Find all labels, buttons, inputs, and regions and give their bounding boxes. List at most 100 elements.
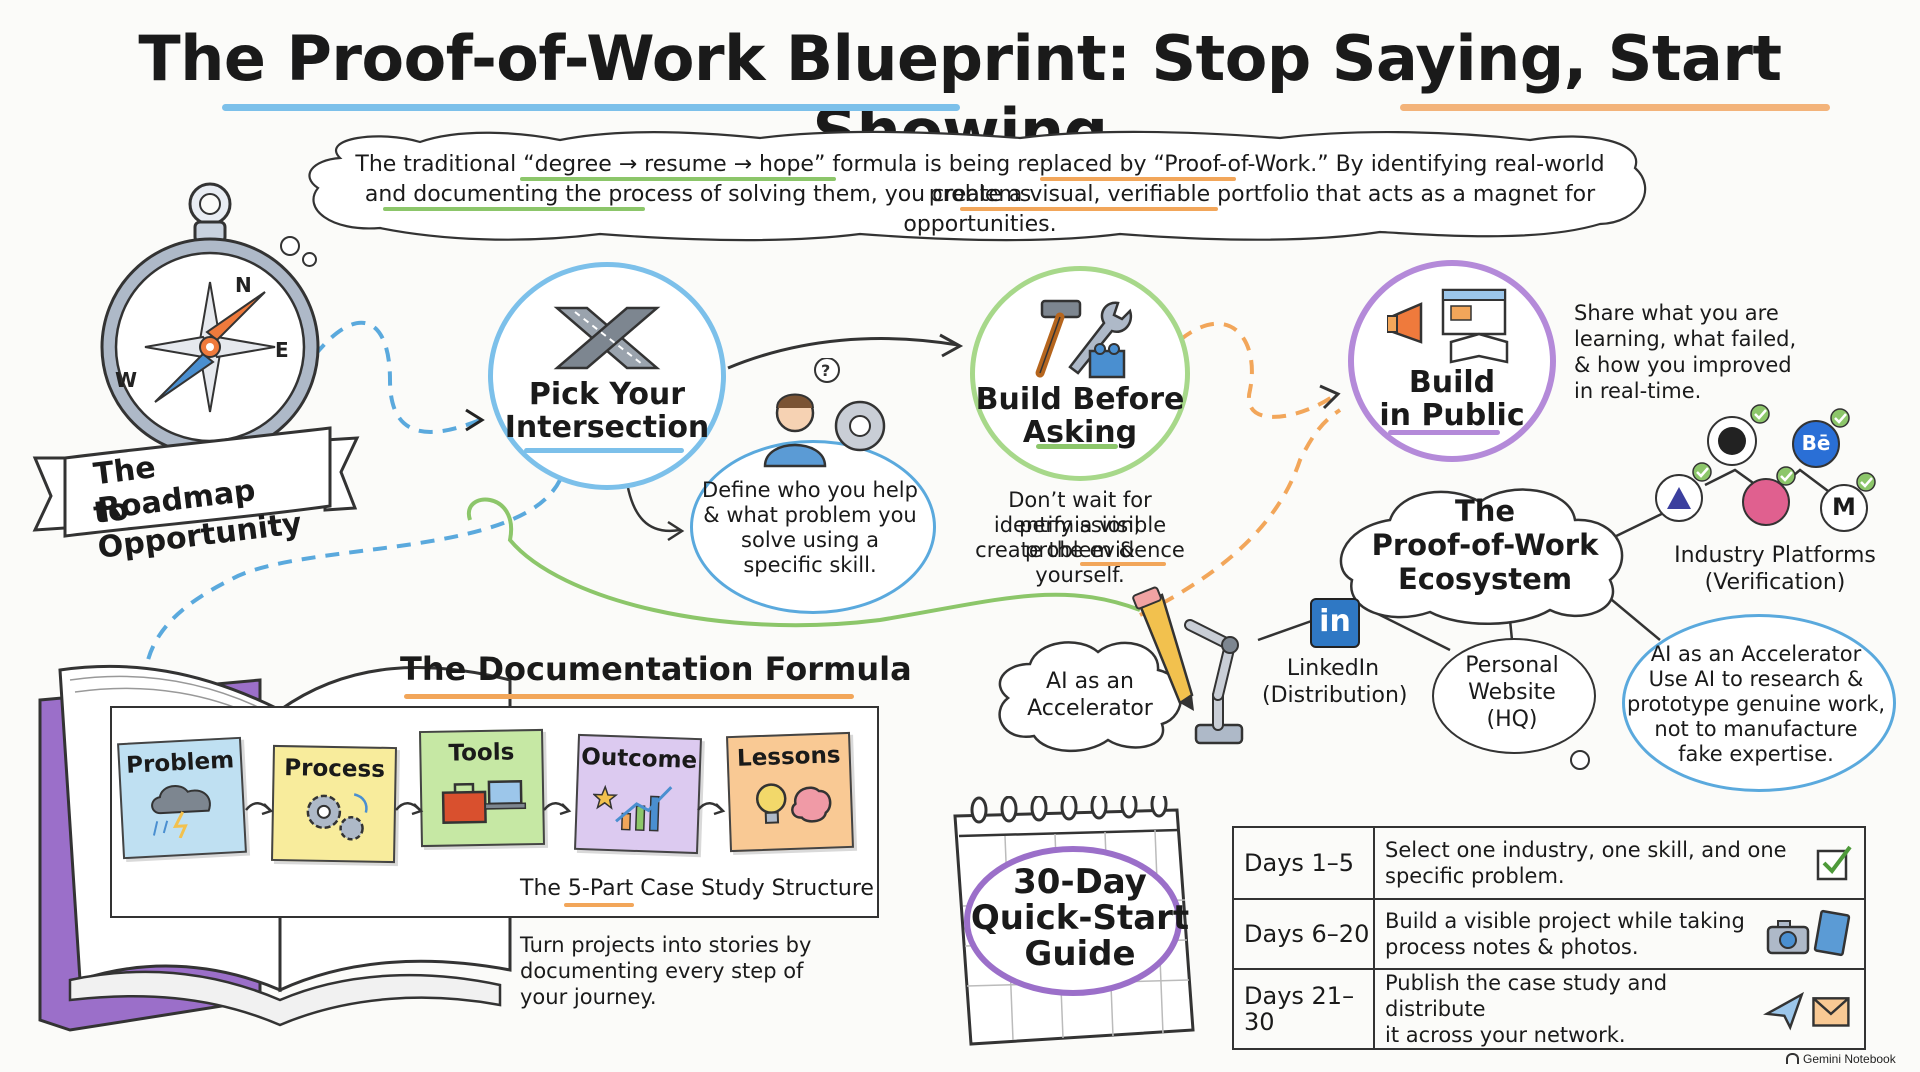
task-line-1: Select one industry, one skill, and one	[1385, 838, 1787, 862]
intro-bubble-dot-1	[280, 236, 300, 256]
days-cell: Days 21–30	[1232, 968, 1375, 1050]
pick-title-line-2: Intersection	[504, 410, 710, 445]
documentation-desc-line-3: your journey.	[520, 985, 657, 1009]
public-underline	[1388, 430, 1500, 435]
pick-description-bubble	[690, 440, 936, 614]
website-line-3: (HQ)	[1486, 707, 1538, 732]
pick-title-line-1: Pick Your	[528, 377, 686, 412]
pick-underline	[524, 448, 684, 453]
ai-note-line-1: AI as an Accelerator	[1650, 642, 1862, 666]
intro-highlight-documenting	[383, 207, 645, 211]
days-cell: Days 1–5	[1232, 826, 1375, 900]
build-highlight-evidence	[1080, 562, 1166, 566]
calendar-icon	[953, 796, 1195, 1046]
ecosystem-cloud	[1339, 488, 1624, 625]
doc-step-lessons-label: Lessons	[736, 742, 841, 772]
doc-step-arrows	[245, 802, 726, 816]
documentation-subtitle-underline	[564, 903, 634, 907]
title-underline-orange	[1400, 104, 1830, 111]
ai-accelerator-cloud	[998, 641, 1183, 752]
doc-step-tools: Tools	[418, 728, 546, 848]
crossroads-icon	[553, 306, 661, 370]
linkedin-icon: in	[1310, 598, 1360, 648]
website-bubble-dot	[1570, 750, 1590, 770]
task-line-2: process notes & photos.	[1385, 935, 1639, 959]
documentation-desc-line-2: documenting every step of	[520, 959, 804, 983]
ai-cloud-line-1: AI as an	[1046, 669, 1134, 694]
platform-checkmarks	[1692, 404, 1876, 492]
build-title-line-2: Asking	[1022, 414, 1138, 450]
gemini-notebook-logo: Gemini Notebook	[1786, 1052, 1896, 1066]
camera-notebook-icon	[1766, 909, 1851, 957]
gemini-logo-icon	[1786, 1053, 1799, 1064]
platforms-line-2: (Verification)	[1704, 570, 1846, 595]
hammer-wrench-icon	[1035, 299, 1133, 378]
documentation-subtitle: The 5-Part Case Study Structure	[520, 876, 874, 901]
intro-highlight-proof	[1040, 177, 1236, 181]
svg-text:?: ?	[821, 361, 830, 380]
compass-west-label: W	[115, 368, 137, 392]
build-underline	[1036, 444, 1118, 449]
checkbox-icon	[1816, 845, 1852, 881]
task-line-2: specific problem.	[1385, 864, 1565, 888]
documentation-title: The Documentation Formula	[400, 650, 912, 688]
doc-step-lessons: Lessons	[726, 731, 854, 853]
paper-plane-envelope-icon	[1762, 991, 1850, 1031]
documentation-title-underline	[404, 694, 854, 699]
pick-desc-line-3: solve using a	[741, 528, 879, 552]
public-title-line-1: Build	[1408, 365, 1496, 400]
build-title-line-1: Build Before	[975, 381, 1185, 417]
ai-note-line-3: prototype genuine work,	[1626, 692, 1886, 716]
quickstart-table: Days 1–5 Select one industry, one skill,…	[1232, 826, 1866, 1050]
task-line-1: Publish the case study and distribute	[1385, 971, 1668, 1021]
platform-icon-portfolio	[1655, 474, 1703, 522]
intro-bubble-dot-2	[302, 252, 317, 267]
public-desc-line-3: & how you improved	[1574, 353, 1792, 377]
compass-icon: N E W	[100, 182, 320, 452]
build-desc-line-2: identify a visible problem &	[993, 513, 1167, 562]
gears-icon	[306, 793, 368, 841]
linkedin-line-2: (Distribution)	[1262, 683, 1408, 708]
task-line-1: Build a visible project while taking	[1385, 909, 1745, 933]
toolbox-icon	[441, 780, 527, 824]
days-cell: Days 6–20	[1232, 898, 1375, 970]
doc-step-problem: Problem	[117, 736, 247, 860]
public-desc-line-2: learning, what failed,	[1574, 327, 1797, 351]
lightbulb-brain-icon	[755, 783, 832, 824]
doc-step-process: Process	[270, 744, 398, 864]
pick-desc-line-1: Define who you help	[702, 478, 918, 502]
ai-cloud-line-2: Accelerator	[1027, 696, 1153, 721]
intro-line-2: and documenting the process of solving t…	[364, 182, 1596, 237]
intro-line-1: The traditional “degree → resume → hope”…	[355, 152, 1605, 207]
documentation-desc-line-1: Turn projects into stories by	[520, 933, 812, 957]
table-row: Days 21–30 Publish the case study and di…	[1232, 968, 1866, 1050]
doc-step-problem-label: Problem	[125, 747, 235, 779]
build-desc-line-1: Don’t wait for permission;	[1008, 488, 1152, 537]
page-title: The Proof-of-Work Blueprint: Stop Saying…	[138, 22, 1782, 168]
person-gear-icon: ?	[763, 358, 886, 468]
ai-note-bubble	[1622, 614, 1896, 792]
megaphone-book-icon	[1387, 288, 1509, 364]
ecosystem-title-line-3: Ecosystem	[1397, 562, 1573, 596]
platform-icon-dribbble	[1742, 478, 1790, 526]
ecosystem-title-line-1: The	[1454, 494, 1516, 528]
task-line-2: it across your network.	[1385, 1023, 1626, 1047]
guide-title-line-3: Guide	[1024, 934, 1136, 974]
platforms-line-1: Industry Platforms	[1674, 543, 1876, 568]
doc-step-tools-label: Tools	[448, 739, 515, 767]
personal-website-bubble	[1432, 638, 1596, 754]
build-desc-line-3: create the evidence yourself.	[975, 538, 1185, 587]
platform-icon-medium: M	[1820, 484, 1868, 532]
guide-title-line-2: Quick-Start	[970, 898, 1190, 938]
table-row: Days 1–5 Select one industry, one skill,…	[1232, 826, 1866, 900]
title-underline-blue	[222, 104, 960, 111]
pick-desc-line-4: specific skill.	[743, 553, 877, 577]
pick-desc-line-2: & what problem you	[703, 503, 917, 527]
roadmap-ribbon	[32, 426, 360, 538]
doc-step-process-label: Process	[284, 755, 386, 783]
build-before-asking-circle: Build Before Asking	[970, 266, 1190, 481]
public-desc-line-4: in real-time.	[1574, 379, 1702, 403]
platform-icon-github	[1707, 416, 1757, 466]
website-line-2: Website	[1468, 680, 1556, 705]
